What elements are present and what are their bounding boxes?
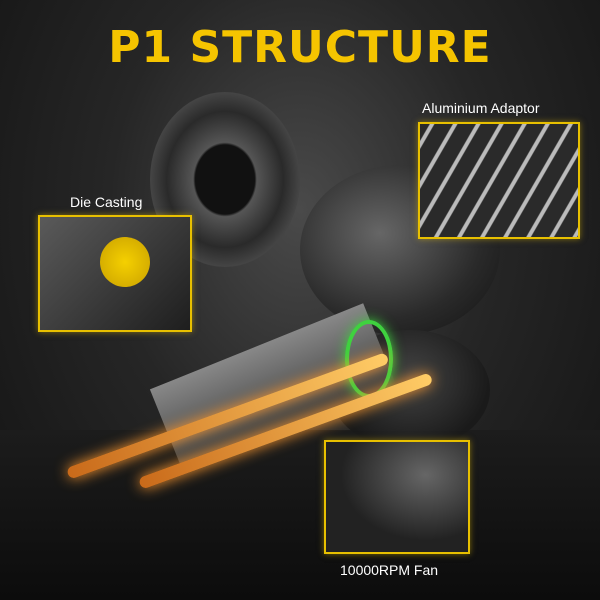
- die-casting-logo: [100, 237, 150, 287]
- fan-label: 10000RPM Fan: [340, 562, 439, 578]
- adaptor-label: Aluminium Adaptor: [422, 100, 540, 116]
- die-casting-label: Die Casting: [70, 194, 143, 210]
- fan-detail: [324, 440, 470, 554]
- adaptor-detail: [418, 122, 580, 239]
- die-casting-detail: [38, 215, 192, 332]
- floor: [0, 430, 600, 600]
- title: P1 STRUCTURE: [108, 22, 492, 73]
